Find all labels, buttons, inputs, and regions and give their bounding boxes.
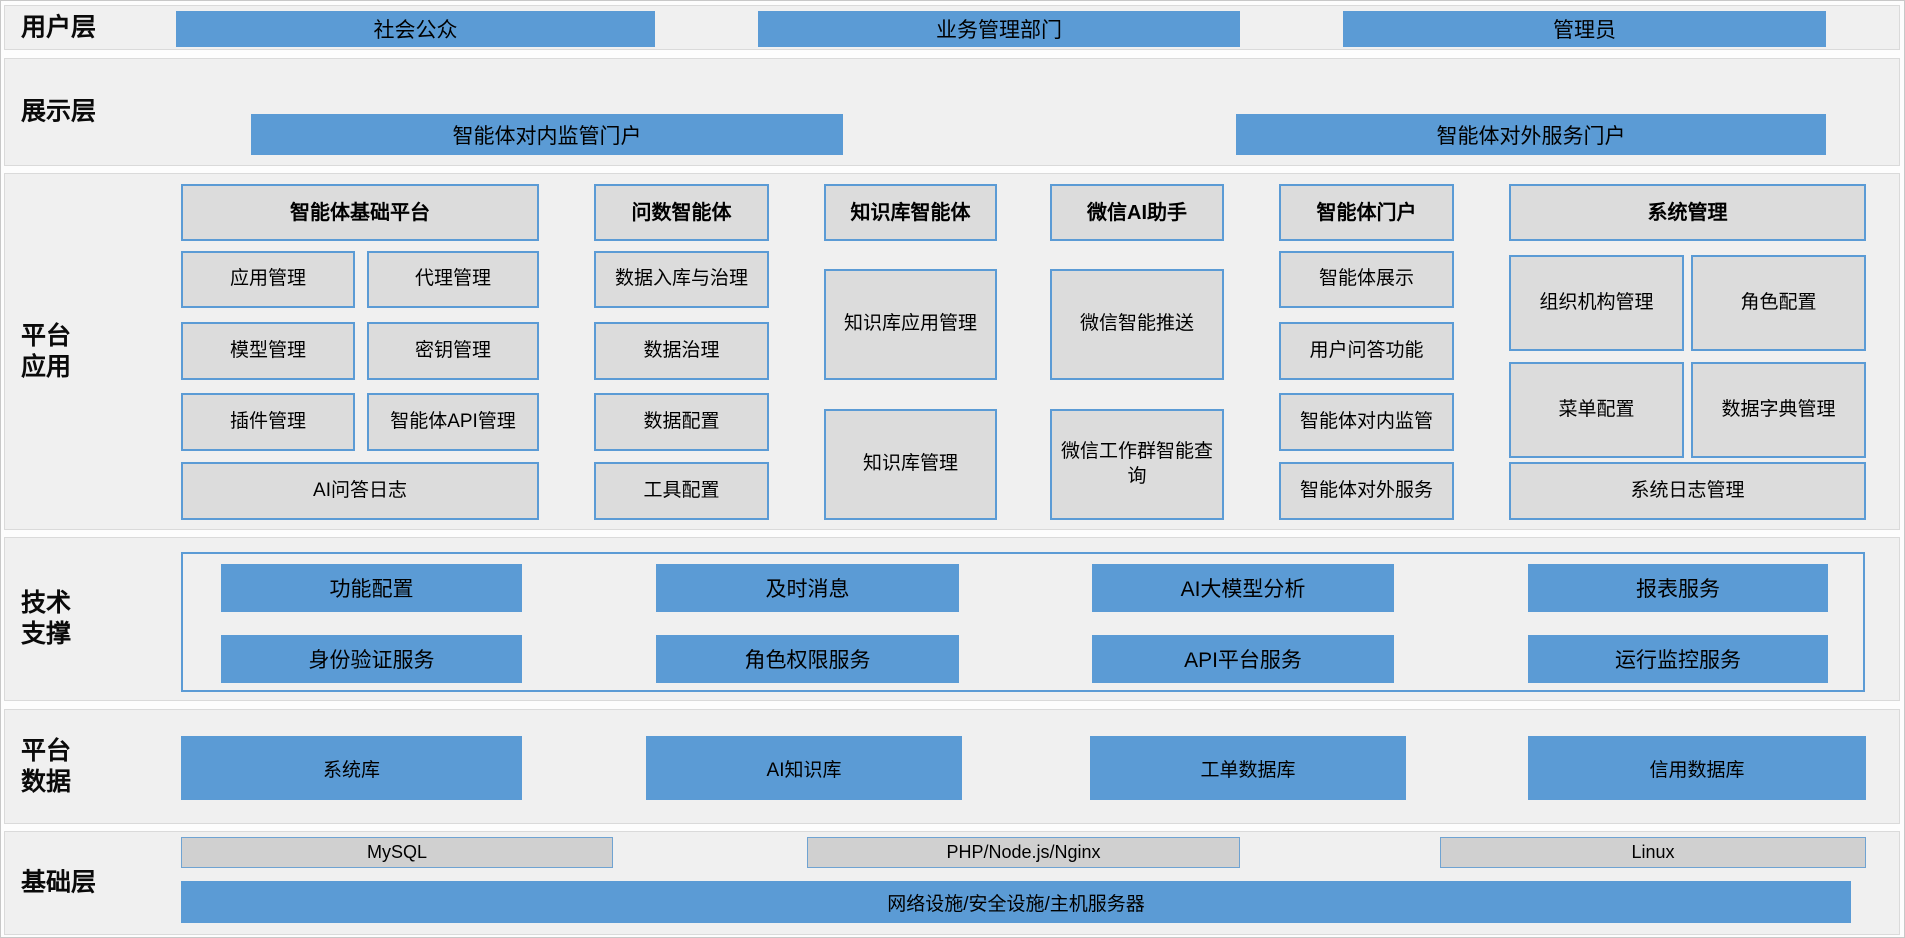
app-cell-data-ingest: 数据入库与治理 [594, 251, 769, 308]
tech-box-ai-llm-analysis: AI大模型分析 [1092, 564, 1394, 612]
data-layer-label-line2: 数据 [21, 767, 72, 796]
infra-box-linux: Linux [1440, 837, 1866, 868]
tech-layer-label-line1: 技术 [21, 588, 72, 617]
app-layer-label-line2: 应用 [21, 352, 72, 381]
db-box-system: 系统库 [181, 736, 522, 800]
app-cell-wechat-group-query: 微信工作群智能查询 [1050, 409, 1224, 520]
app-cell-agent-showcase: 智能体展示 [1279, 251, 1454, 308]
portal-box-external: 智能体对外服务门户 [1236, 114, 1826, 155]
band-display-layer: 展示层 智能体对内监管门户 智能体对外服务门户 [4, 58, 1900, 166]
user-box-admin: 管理员 [1343, 11, 1826, 47]
infra-base-bar: 网络设施/安全设施/主机服务器 [181, 881, 1851, 923]
app-col2-header: 问数智能体 [594, 184, 769, 241]
infra-layer-label: 基础层 [21, 868, 97, 897]
infra-box-php-node-nginx: PHP/Node.js/Nginx [807, 837, 1240, 868]
app-cell-internal-supervise: 智能体对内监管 [1279, 393, 1454, 451]
app-col5-header: 智能体门户 [1279, 184, 1454, 241]
app-cell-key-mgmt: 密钥管理 [367, 322, 539, 380]
app-cell-tool-config: 工具配置 [594, 462, 769, 520]
app-cell-data-config: 数据配置 [594, 393, 769, 451]
portal-box-internal: 智能体对内监管门户 [251, 114, 843, 155]
app-col3-header: 知识库智能体 [824, 184, 997, 241]
tech-box-report-service: 报表服务 [1528, 564, 1828, 612]
app-cell-kb-app-mgmt: 知识库应用管理 [824, 269, 997, 380]
tech-box-role-permission-service: 角色权限服务 [656, 635, 959, 683]
app-col1-header: 智能体基础平台 [181, 184, 539, 241]
tech-box-monitor-service: 运行监控服务 [1528, 635, 1828, 683]
app-cell-user-qa: 用户问答功能 [1279, 322, 1454, 380]
app-cell-menu-config: 菜单配置 [1509, 362, 1684, 458]
tech-services-frame [181, 552, 1865, 692]
app-cell-syslog-mgmt: 系统日志管理 [1509, 462, 1866, 520]
tech-box-instant-message: 及时消息 [656, 564, 959, 612]
app-cell-plugin-mgmt: 插件管理 [181, 393, 355, 451]
tech-layer-label: 技术 支撑 [21, 588, 71, 651]
app-col4-header: 微信AI助手 [1050, 184, 1224, 241]
app-cell-model-mgmt: 模型管理 [181, 322, 355, 380]
app-cell-org-mgmt: 组织机构管理 [1509, 255, 1684, 351]
app-cell-ai-qa-log: AI问答日志 [181, 462, 539, 520]
band-user-layer: 用户层 社会公众 业务管理部门 管理员 [4, 5, 1900, 50]
app-cell-wechat-push: 微信智能推送 [1050, 269, 1224, 380]
app-col6-header: 系统管理 [1509, 184, 1866, 241]
app-cell-role-config: 角色配置 [1691, 255, 1866, 351]
user-box-business-dept: 业务管理部门 [758, 11, 1240, 47]
app-cell-data-govern: 数据治理 [594, 322, 769, 380]
app-cell-dict-mgmt: 数据字典管理 [1691, 362, 1866, 458]
infra-box-mysql: MySQL [181, 837, 613, 868]
app-cell-app-mgmt: 应用管理 [181, 251, 355, 308]
db-box-ai-knowledge: AI知识库 [646, 736, 962, 800]
user-layer-label: 用户层 [21, 12, 97, 41]
tech-box-identity-service: 身份验证服务 [221, 635, 522, 683]
db-box-credit: 信用数据库 [1528, 736, 1866, 800]
tech-box-api-platform-service: API平台服务 [1092, 635, 1394, 683]
app-cell-agent-mgmt: 代理管理 [367, 251, 539, 308]
app-cell-api-mgmt: 智能体API管理 [367, 393, 539, 451]
data-layer-label: 平台 数据 [21, 735, 71, 798]
band-tech-layer: 技术 支撑 功能配置 及时消息 AI大模型分析 报表服务 身份验证服务 角色权限… [4, 537, 1900, 701]
app-cell-external-service: 智能体对外服务 [1279, 462, 1454, 520]
band-app-layer: 平台 应用 智能体基础平台 应用管理 代理管理 模型管理 密钥管理 插件管理 智… [4, 173, 1900, 530]
tech-layer-label-line2: 支撑 [21, 620, 72, 648]
app-layer-label-line1: 平台 [21, 321, 72, 350]
user-box-public: 社会公众 [176, 11, 655, 47]
band-infra-layer: 基础层 MySQL PHP/Node.js/Nginx Linux 网络设施/安… [4, 831, 1900, 935]
app-cell-kb-mgmt: 知识库管理 [824, 409, 997, 520]
db-box-workorder: 工单数据库 [1090, 736, 1406, 800]
band-data-layer: 平台 数据 系统库 AI知识库 工单数据库 信用数据库 [4, 709, 1900, 824]
display-layer-label: 展示层 [21, 97, 97, 126]
tech-box-function-config: 功能配置 [221, 564, 522, 612]
data-layer-label-line1: 平台 [21, 736, 72, 765]
app-layer-label: 平台 应用 [21, 320, 71, 383]
